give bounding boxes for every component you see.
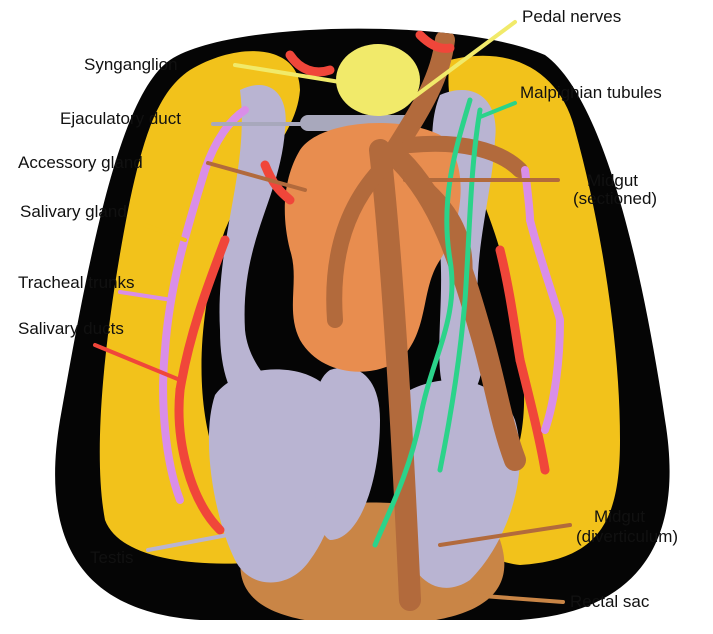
label-midgut-sectioned-2: (sectioned) bbox=[573, 189, 657, 208]
label-midgut-sectioned-1: Midgut bbox=[587, 171, 638, 190]
label-midgut-diverticulum-1: Midgut bbox=[594, 507, 645, 526]
label-accessory-gland: Accessory gland bbox=[18, 153, 143, 172]
label-rectal-sac: Rectal sac bbox=[570, 592, 650, 611]
label-synganglion: Synganglion bbox=[84, 55, 178, 74]
label-malpighian-tubules: Malpighian tubules bbox=[520, 83, 662, 102]
label-salivary-gland: Salivary gland bbox=[20, 202, 127, 221]
label-pedal-nerves: Pedal nerves bbox=[522, 7, 621, 26]
synganglion bbox=[336, 44, 420, 116]
label-testis: Testis bbox=[90, 548, 133, 567]
label-tracheal-trunks: Tracheal trunks bbox=[18, 273, 135, 292]
label-midgut-diverticulum-2: (diverticulum) bbox=[576, 527, 678, 546]
label-ejaculatory-duct: Ejaculatory duct bbox=[60, 109, 181, 128]
label-salivary-ducts: Salivary ducts bbox=[18, 319, 124, 338]
